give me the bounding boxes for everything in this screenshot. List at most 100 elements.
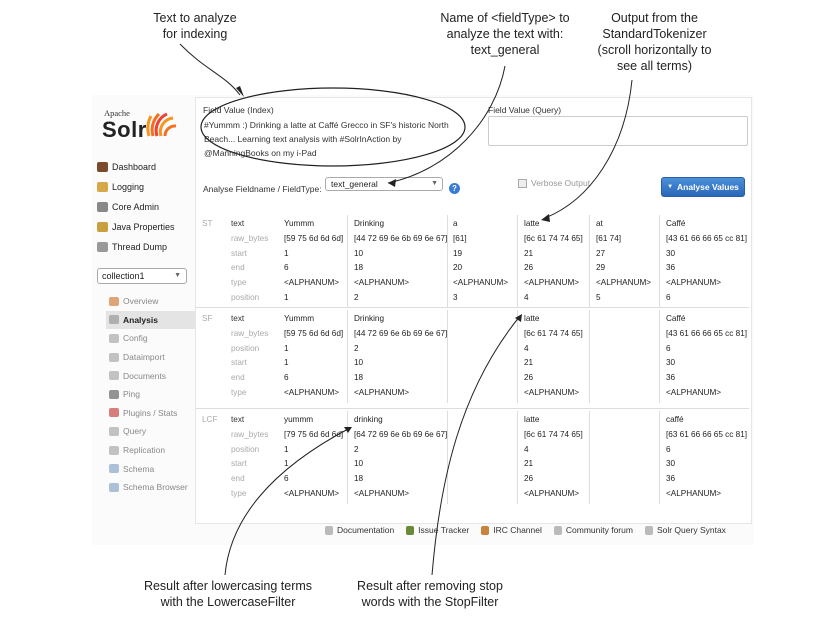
token-cell: [61 74] — [596, 233, 622, 243]
column-divider — [447, 215, 448, 308]
sub-nav-item-overview[interactable]: Overview — [106, 292, 196, 311]
verbose-output-toggle[interactable]: Verbose Output — [518, 178, 590, 188]
field-value-query-input[interactable] — [488, 116, 748, 146]
token-cell: [59 75 6d 6d 6d] — [284, 328, 344, 338]
token-cell: <ALPHANUM> — [354, 278, 410, 288]
nav-item-label: Core Admin — [112, 202, 160, 212]
footer-link-solr-query-syntax[interactable]: Solr Query Syntax — [644, 525, 726, 535]
dataimport-icon — [109, 352, 119, 362]
token-cell: <ALPHANUM> — [284, 278, 340, 288]
token-cell: 29 — [596, 263, 606, 273]
footer-link-label: IRC Channel — [493, 525, 542, 535]
footer-link-irc-channel[interactable]: IRC Channel — [481, 525, 542, 535]
help-icon[interactable]: ? — [449, 183, 460, 194]
logo-solr-text: Solr — [102, 117, 147, 142]
token-cell: 4 — [524, 343, 529, 353]
callout-line: for indexing — [162, 27, 228, 41]
nav-item-label: Java Properties — [112, 222, 175, 232]
analyse-values-button[interactable]: ▼ Analyse Values — [661, 177, 745, 197]
token-cell: [43 61 66 66 65 cc 81] — [666, 233, 748, 243]
nav-item-logging[interactable]: Logging — [97, 177, 197, 197]
column-divider — [659, 411, 660, 504]
row-label: text — [231, 314, 245, 323]
nav-item-thread-dump[interactable]: Thread Dump — [97, 237, 197, 257]
logging-icon — [97, 182, 108, 192]
token-cell: 2 — [354, 444, 359, 454]
row-label: start — [231, 248, 247, 258]
token-cell: 36 — [666, 474, 676, 484]
callout-line: Name of <fieldType> to — [440, 11, 570, 25]
stage-divider — [196, 307, 749, 308]
row-label: end — [231, 373, 245, 383]
verbose-checkbox[interactable] — [518, 178, 527, 188]
token-cell: a — [453, 219, 458, 228]
row-label: raw_bytes — [231, 328, 269, 338]
column-divider — [589, 215, 590, 308]
footer-link-community-forum[interactable]: Community forum — [553, 525, 633, 535]
nav-item-core-admin[interactable]: Core Admin — [97, 197, 197, 217]
nav-item-dashboard[interactable]: Dashboard — [97, 157, 197, 177]
community-forum-icon — [553, 525, 562, 535]
nav-item-java-properties[interactable]: Java Properties — [97, 217, 197, 237]
token-cell: <ALPHANUM> — [284, 388, 340, 397]
sub-nav-item-label: Overview — [123, 296, 159, 307]
token-cell: 36 — [666, 263, 676, 273]
sub-nav-item-dataimport[interactable]: Dataimport — [106, 348, 196, 367]
token-cell: 26 — [524, 263, 534, 273]
callout-text-to-analyze: Text to analyze for indexing — [120, 10, 270, 42]
field-value-query-label: Field Value (Query) — [488, 105, 562, 115]
dashboard-icon — [97, 162, 108, 172]
token-cell: 21 — [524, 248, 534, 258]
field-value-index-input[interactable]: #Yummm :) Drinking a latte at Caffé Grec… — [204, 120, 449, 158]
row-label: end — [231, 474, 245, 484]
sub-nav-item-documents[interactable]: Documents — [106, 366, 196, 385]
footer-link-documentation[interactable]: Documentation — [325, 525, 394, 535]
token-cell: [61] — [453, 233, 467, 243]
java-properties-icon — [97, 222, 108, 232]
column-divider — [659, 215, 660, 308]
sub-nav-item-config[interactable]: Config — [106, 329, 196, 348]
column-divider — [659, 310, 660, 403]
token-cell: 30 — [666, 248, 676, 258]
core-selector[interactable]: collection1 ▼ — [97, 268, 187, 284]
sub-nav-item-plugins-stats[interactable]: Plugins / Stats — [106, 404, 196, 423]
solr-query-syntax-icon — [644, 525, 653, 535]
token-cell: <ALPHANUM> — [524, 278, 580, 288]
token-cell: 4 — [524, 444, 529, 454]
sub-nav-item-ping[interactable]: Ping — [106, 385, 196, 404]
sub-nav-item-analysis[interactable]: Analysis — [106, 310, 196, 330]
sub-nav-item-label: Replication — [123, 445, 166, 456]
column-divider — [347, 215, 348, 308]
sub-nav-item-replication[interactable]: Replication — [106, 441, 196, 460]
sub-nav-item-schema-browser[interactable]: Schema Browser — [106, 478, 196, 497]
footer-link-issue-tracker[interactable]: Issue Tracker — [406, 525, 469, 535]
token-cell: 26 — [524, 373, 534, 383]
token-cell: 6 — [666, 293, 671, 302]
token-cell: [6c 61 74 74 65] — [524, 233, 583, 243]
sub-nav-item-label: Analysis — [123, 314, 158, 325]
schema-browser-icon — [109, 482, 119, 492]
token-cell: [6c 61 74 74 65] — [524, 429, 583, 439]
row-label: position — [231, 293, 260, 302]
field-value-index-label: Field Value (Index) — [203, 105, 274, 115]
token-cell: 27 — [596, 248, 606, 258]
sub-nav-item-schema[interactable]: Schema — [106, 459, 196, 478]
token-cell: 1 — [284, 248, 289, 258]
token-cell: 36 — [666, 373, 676, 383]
footer-link-label: Issue Tracker — [418, 525, 470, 535]
token-cell: Caffé — [666, 219, 686, 228]
thread-dump-icon — [97, 242, 108, 252]
verbose-output-label: Verbose Output — [531, 178, 591, 188]
token-cell: drinking — [354, 415, 383, 424]
callout-line: analyze the text with: — [446, 27, 564, 41]
column-divider — [589, 310, 590, 403]
core-selector-value: collection1 — [102, 271, 145, 281]
solr-sun-icon — [146, 112, 177, 137]
stage-name: SF — [202, 314, 213, 323]
stage-divider — [196, 408, 749, 409]
token-cell: <ALPHANUM> — [596, 278, 652, 288]
fieldtype-select[interactable]: text_general ▼ — [325, 177, 443, 191]
token-cell: Drinking — [354, 314, 385, 323]
sub-nav-item-query[interactable]: Query — [106, 422, 196, 441]
